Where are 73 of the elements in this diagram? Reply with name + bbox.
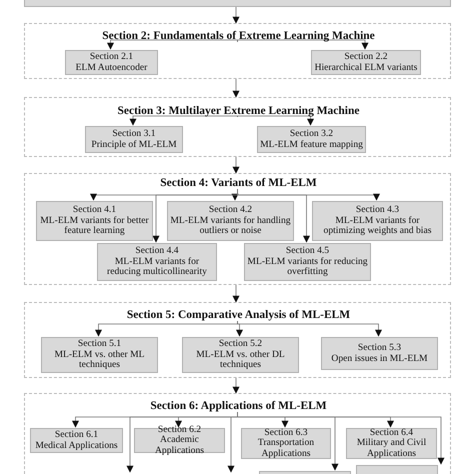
section-box xyxy=(41,337,158,373)
section-frame xyxy=(24,173,451,285)
arrow xyxy=(237,40,368,50)
section-box xyxy=(36,201,153,241)
section-topic: Academic Applications xyxy=(154,435,206,456)
section-title: Section 4: Variants of ML-ELM xyxy=(160,177,317,190)
section-number: Section 5.3 xyxy=(358,342,402,354)
section-box xyxy=(85,126,183,153)
arrow xyxy=(130,116,238,126)
section-topic: ML-ELM feature mapping xyxy=(260,140,363,150)
arrow xyxy=(232,156,240,174)
section-title: Section 6: Applications of ML-ELM xyxy=(150,400,327,413)
section-topic: ML-ELM variants for handling outliers or noise xyxy=(170,216,291,237)
section-number: Section 4.4 xyxy=(135,246,179,257)
section-box xyxy=(346,428,437,459)
section-topic: ML-ELM variants for optimizing weights and bias xyxy=(322,216,432,237)
section-topic: ML-ELM variants for reducing overfitting xyxy=(247,256,368,278)
section-box xyxy=(65,50,158,75)
section-number: Section 4.3 xyxy=(356,205,400,216)
section-topic: Principle of ML-ELM xyxy=(91,140,177,150)
arrow xyxy=(232,6,240,24)
section-number: Section 4.5 xyxy=(286,246,330,257)
arrow xyxy=(232,378,240,394)
arrow xyxy=(107,40,238,50)
section-topic: Medical Applications xyxy=(35,440,118,452)
section-number: Section 3.1 xyxy=(112,128,156,140)
section-title: Section 3: Multilayer Extreme Learning Machine xyxy=(118,105,360,118)
section-box xyxy=(257,126,366,153)
section-box xyxy=(312,201,443,241)
section-frame xyxy=(24,393,451,474)
section-number: Section 6.4 xyxy=(370,428,414,438)
section-title: Section 5: Comparative Analysis of ML-ELM xyxy=(126,309,350,322)
section-topic: ML-ELM variants for reducing multicollinearity xyxy=(106,256,208,278)
section-topic: Transportation Applications xyxy=(256,438,316,460)
section-number: Section 6.1 xyxy=(54,430,98,440)
section-frame xyxy=(24,23,451,79)
section-topic: ELM Autoencoder xyxy=(76,62,148,74)
section-box xyxy=(97,243,217,281)
section-box xyxy=(182,337,299,373)
arrow xyxy=(237,116,314,126)
section-box xyxy=(259,471,351,474)
section-box xyxy=(241,428,331,459)
arrow xyxy=(232,284,240,303)
section-topic: Military and Civil Applications xyxy=(356,438,428,460)
section-number: Section 5.1 xyxy=(78,339,122,350)
arrow xyxy=(232,78,240,98)
section-topic: ML-ELM vs. other DL techniques xyxy=(195,350,286,371)
section-number: Section 4.2 xyxy=(208,205,252,216)
section-frame xyxy=(24,97,451,157)
arrow xyxy=(237,188,310,243)
section-box xyxy=(24,0,451,7)
section-number: Section 4.1 xyxy=(72,205,116,216)
section-number: Section 2.1 xyxy=(90,52,134,62)
section-title: Section 2: Fundamentals of Extreme Learning Machine xyxy=(102,30,375,43)
section-number: Section 6.3 xyxy=(264,428,308,438)
section-topic: Hierarchical ELM variants xyxy=(314,62,418,74)
section-box xyxy=(321,337,438,370)
section-number: Section 2.2 xyxy=(344,52,388,62)
arrow xyxy=(237,320,382,337)
section-topic: ML-ELM variants for better feature learning xyxy=(39,216,150,237)
section-box xyxy=(244,243,371,281)
arrow xyxy=(95,320,238,337)
section-number: Section 3.2 xyxy=(290,128,334,140)
section-topic: ML-ELM vs. other ML techniques xyxy=(53,350,146,371)
arrow xyxy=(237,412,444,465)
section-frame xyxy=(24,302,451,378)
section-number: Section 6.2 xyxy=(158,424,202,435)
section-box xyxy=(356,465,438,474)
section-number: Section 5.2 xyxy=(218,339,262,350)
section-box xyxy=(30,428,123,453)
section-topic: Open issues in ML-ELM xyxy=(331,354,428,364)
section-box xyxy=(311,50,421,75)
section-box xyxy=(167,201,294,241)
